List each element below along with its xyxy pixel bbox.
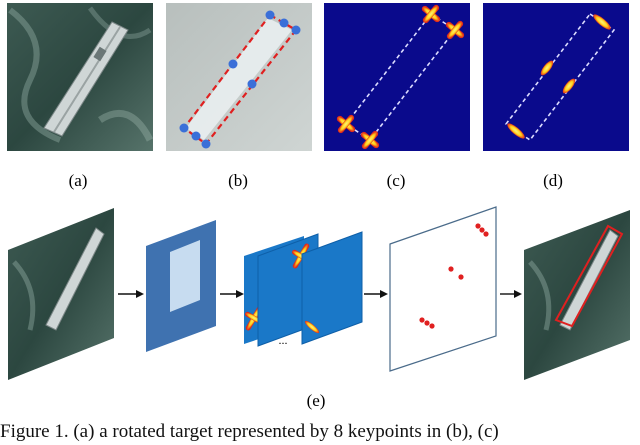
feature-map-ellipsis: ...: [279, 333, 288, 347]
arrow-2: [236, 290, 244, 298]
keypoint-markers: [179, 10, 301, 149]
arrow-3: [380, 290, 388, 298]
label-d: (d): [543, 171, 563, 190]
panel-e-pipeline: ...: [8, 206, 630, 380]
figure-caption: Figure 1. (a) a rotated target represent…: [0, 421, 499, 442]
arrow-1: [136, 290, 144, 298]
pipeline-input-image: [8, 208, 114, 380]
keypoint-1: [265, 10, 275, 20]
feature-maps: ...: [244, 231, 363, 347]
pipeline-output-image: [524, 210, 630, 380]
label-c: (c): [387, 171, 406, 190]
panel-a-aerial-image: [7, 3, 154, 151]
keypoint-6: [201, 139, 211, 149]
panel-b-keypoints: [166, 3, 312, 151]
keypoint-2: [291, 25, 301, 35]
detection-box: [554, 224, 624, 328]
keypoint-8: [191, 131, 201, 141]
backbone-block: [146, 220, 216, 352]
panel-d-midpoint-heatmap: [483, 3, 629, 151]
label-a: (a): [69, 171, 88, 190]
corner-cross-markers: [336, 4, 465, 150]
keypoint-7: [179, 123, 189, 133]
keypoint-3: [279, 18, 289, 28]
midpoint-ellipse-markers: [507, 14, 611, 139]
keypoint-4: [228, 59, 238, 69]
panel-c-corner-heatmap: [324, 3, 470, 151]
label-b: (b): [228, 171, 248, 190]
arrow-4: [514, 290, 522, 298]
detected-keypoints-plane: [389, 206, 497, 372]
keypoint-5: [247, 79, 257, 89]
label-e: (e): [307, 391, 326, 410]
